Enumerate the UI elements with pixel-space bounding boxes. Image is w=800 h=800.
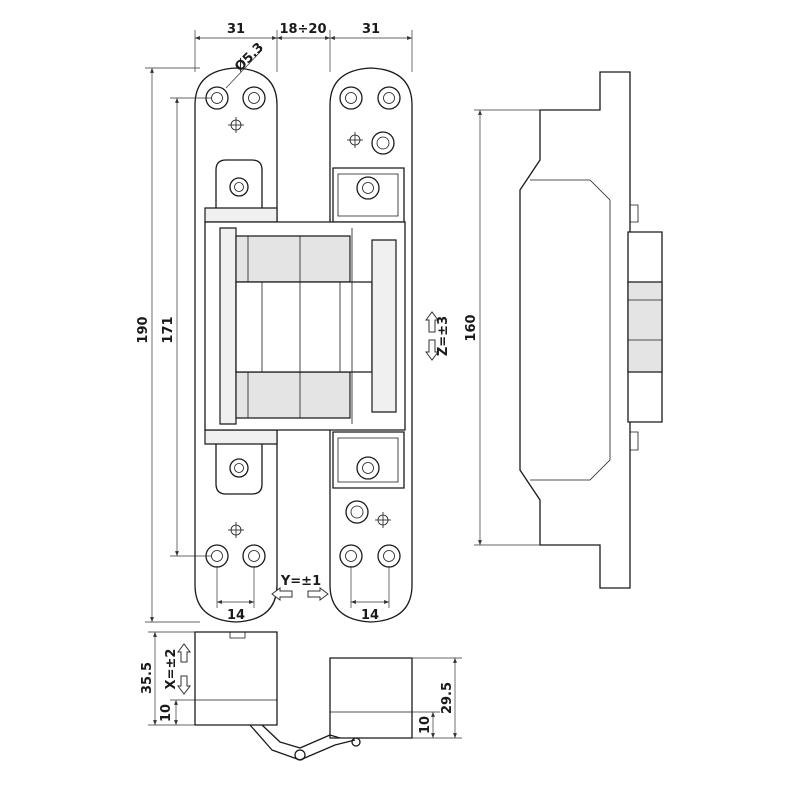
adjust-y-label: Y=±1 <box>280 574 321 589</box>
mounting-hole-icon <box>377 86 401 110</box>
dim-top-gap: 18÷20 <box>279 22 326 37</box>
hex-screw-icon <box>356 176 380 200</box>
front-view-right-leaf <box>329 67 413 623</box>
dimension-hole-diameter: Ø5.3 <box>225 40 267 89</box>
side-view <box>519 71 663 589</box>
mounting-hole-icon <box>242 86 266 110</box>
dim-bottom-left-width: 14 <box>227 608 245 623</box>
dim-top-right-width: 31 <box>362 22 380 37</box>
hex-screw-icon <box>229 177 249 197</box>
dim-overall-height: 190 <box>136 316 151 343</box>
dimension-bottom: 14 14 <box>216 566 390 623</box>
adjust-z-label: Z=±3 <box>436 316 451 356</box>
adjusting-screw-icon <box>371 131 395 155</box>
dim-side-height: 160 <box>464 314 479 341</box>
center-mark-icon <box>347 132 363 148</box>
arrow-down-icon <box>177 675 191 695</box>
dimension-top-view-right: 29.5 10 <box>412 657 462 739</box>
dim-top-left-width: 31 <box>227 22 245 37</box>
dim-left-offset: 10 <box>159 704 174 722</box>
dim-right-offset: 10 <box>418 716 433 734</box>
adjust-x-label: X=±2 <box>164 649 179 690</box>
dim-left-depth: 35.5 <box>140 662 155 694</box>
dim-bottom-right-width: 14 <box>361 608 379 623</box>
arrow-right-icon <box>307 587 329 601</box>
hex-screw-icon <box>356 456 380 480</box>
adjusting-screw-icon <box>345 500 369 524</box>
dim-inner-height: 171 <box>161 316 176 343</box>
mounting-hole-icon <box>339 544 363 568</box>
arrow-up-icon <box>177 643 191 663</box>
arrow-down-icon <box>425 339 439 361</box>
arrow-left-icon <box>271 587 293 601</box>
dim-right-depth: 29.5 <box>440 682 455 714</box>
hex-screw-icon <box>229 458 249 478</box>
dimension-side-height: 160 <box>464 109 540 546</box>
dimension-top: 31 18÷20 31 <box>194 22 413 72</box>
dimension-height: 190 171 <box>136 67 212 623</box>
arrow-up-icon <box>425 311 439 333</box>
adjust-z-indicator: Z=±3 <box>425 311 451 361</box>
center-mark-icon <box>228 522 244 538</box>
mounting-hole-icon <box>339 86 363 110</box>
hinge-mechanism <box>204 221 406 431</box>
top-view <box>194 631 413 761</box>
center-mark-icon <box>228 117 244 133</box>
center-mark-icon <box>375 512 391 528</box>
dimension-top-view-left: 35.5 10 X=±2 <box>140 631 195 726</box>
adjust-y-indicator: Y=±1 <box>271 574 329 601</box>
front-view-left-leaf <box>194 67 278 623</box>
mounting-hole-icon <box>242 544 266 568</box>
mounting-hole-icon <box>377 544 401 568</box>
